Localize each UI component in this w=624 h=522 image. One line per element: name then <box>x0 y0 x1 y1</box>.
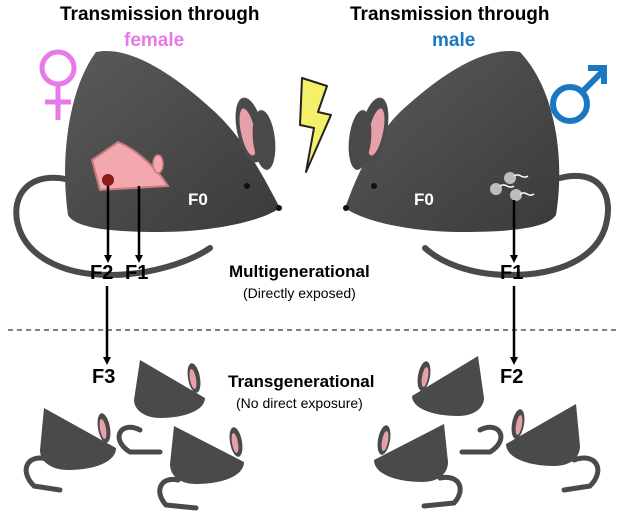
offspring-mouse <box>157 426 244 511</box>
male-f1-label: F1 <box>500 262 524 284</box>
multigenerational-note: (Directly exposed) <box>243 285 356 301</box>
multigenerational-title: Multigenerational <box>229 262 370 281</box>
female-f1-label: F1 <box>125 262 149 284</box>
offspring-mouse <box>412 356 504 455</box>
venus-symbol-icon <box>39 49 77 120</box>
offspring-mouse <box>23 408 116 493</box>
female-f2-label: F2 <box>90 262 114 284</box>
offspring-mouse <box>506 404 601 493</box>
female-f0-label: F0 <box>188 190 208 209</box>
lightning-icon <box>299 77 332 173</box>
sperm-icon <box>490 172 535 201</box>
transgenerational-note: (No direct exposure) <box>236 395 363 411</box>
female-f3-label: F3 <box>92 366 116 388</box>
female-heading: Transmission through <box>60 4 260 25</box>
male-f0-mouse <box>343 50 611 279</box>
female-label: female <box>124 30 185 51</box>
female-f0-mouse <box>13 50 282 279</box>
offspring-mouse <box>116 360 205 455</box>
transgenerational-title: Transgenerational <box>228 372 375 391</box>
male-heading: Transmission through <box>350 4 550 25</box>
offspring-mouse <box>374 424 463 509</box>
male-f0-label: F0 <box>414 190 434 209</box>
male-f2-label: F2 <box>500 366 524 388</box>
mars-symbol-icon <box>550 65 607 124</box>
male-label: male <box>432 30 476 51</box>
